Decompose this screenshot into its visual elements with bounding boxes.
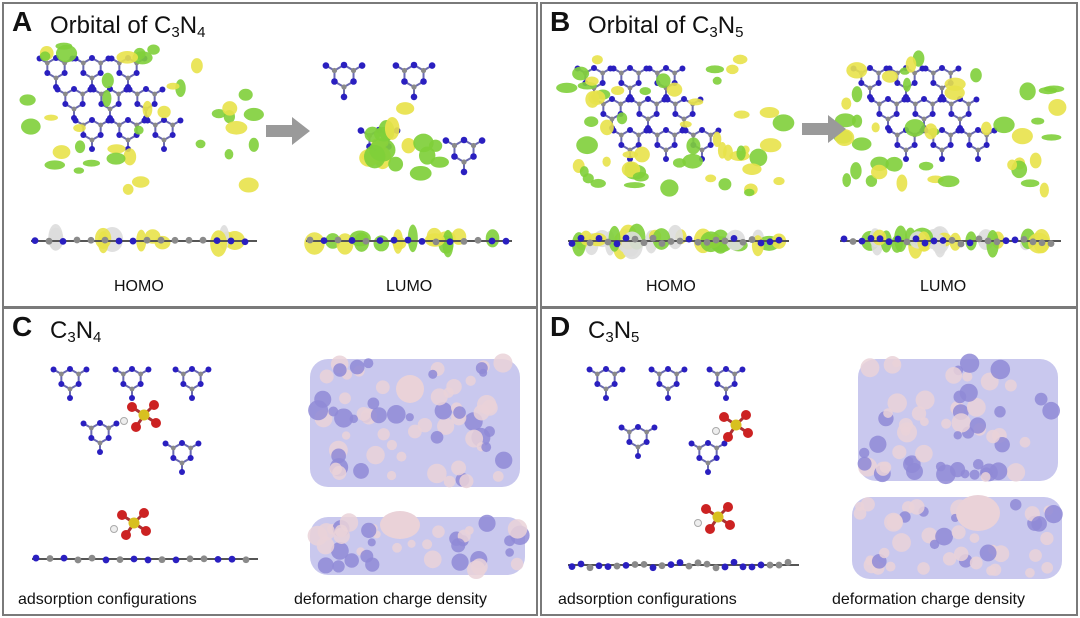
c3n4-adsorption-side-view [32,554,258,564]
charge-density-caption: deformation charge density [832,591,1025,608]
c3n5-charge-density-top-view [857,353,1060,485]
charge-density-caption: deformation charge density [294,591,487,608]
panel-b-title: Orbital of C3N5 [588,12,744,41]
c3n5-homo-top-view [556,54,795,197]
panel-d-label: D [550,311,571,342]
adsorption-caption: adsorption configurations [558,591,737,608]
c3n4-charge-density-top-view [308,353,520,489]
c3n5-adsorption-top-view [586,366,753,475]
panel-b: B Orbital of C3N5 HOMO LUMO [540,2,1078,308]
c3n5-charge-density-side-view [852,495,1063,579]
sulfate-adsorbate [694,502,735,534]
homo-caption: HOMO [114,278,164,295]
lumo-caption: LUMO [920,278,967,295]
panel-c: C C3N4 adsorption configurations deforma… [2,307,538,616]
panel-a: A Orbital of C3N4 HOMO LUMO [2,2,538,308]
c3n5-lumo-side-view [840,225,1061,259]
panel-a-title: Orbital of C3N4 [50,12,206,41]
panel-d: D C3N5 adsorption configurations deforma… [540,307,1078,616]
panel-c-title: C3N4 [50,317,102,346]
panel-a-label: A [12,6,33,37]
homo-caption: HOMO [646,278,696,295]
c3n4-adsorption-top-view [50,366,212,475]
c3n4-charge-density-side-view [307,511,530,580]
c3n5-adsorption-side-view [568,558,799,572]
c3n4-homo-top-view [19,42,264,195]
transition-arrow [266,117,310,145]
panel-b-label: B [550,6,571,37]
adsorption-caption: adsorption configurations [18,591,197,608]
transition-arrow [802,115,846,143]
c3n4-homo-side-view [31,224,257,257]
c3n5-homo-side-view [568,223,789,260]
panel-c-label: C [12,311,33,342]
c3n4-lumo-side-view [304,224,512,258]
c3n4-lumo-top-view [322,61,486,181]
c3n5-lumo-top-view [833,50,1067,198]
sulfate-adsorbate [110,508,151,540]
panel-d-title: C3N5 [588,317,640,346]
lumo-caption: LUMO [386,278,433,295]
